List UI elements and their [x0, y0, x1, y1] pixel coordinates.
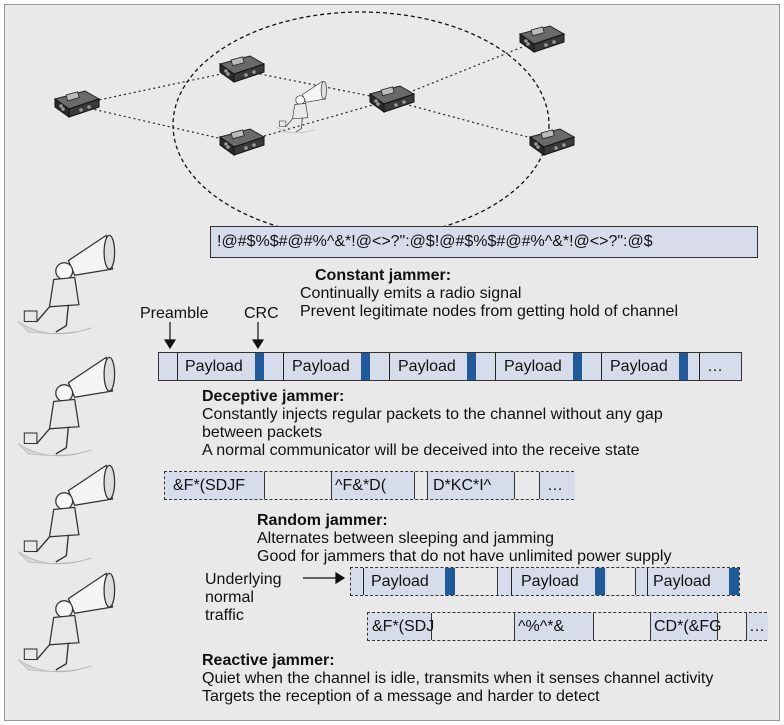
reactive-jammer-title: Reactive jammer: [202, 652, 335, 669]
deceptive-jammer-line-1: Constantly injects regular packets to th… [202, 406, 663, 423]
crc-block [361, 353, 370, 380]
jam-burst: CD*(&FG [654, 617, 722, 635]
jam-burst: D*KC*I^ [433, 476, 492, 494]
ellipsis: … [707, 357, 723, 375]
deceptive-packet-stream: Payload Payload Payload Payload Payload … [158, 352, 742, 381]
preamble-label: Preamble [140, 305, 209, 322]
deceptive-jammer-icon [17, 356, 116, 457]
crc-block [679, 353, 688, 380]
reactive-jammer-icon [17, 572, 116, 673]
jam-burst: ^F&*D( [335, 476, 387, 494]
reactive-jammer-line-1: Quiet when the channel is idle, transmit… [202, 670, 714, 687]
normal-traffic-stream: Payload Payload Payload [350, 567, 740, 596]
jamming-range-ellipse [172, 11, 550, 239]
random-jammer-title: Random jammer: [257, 512, 388, 529]
label-arrows [163, 322, 346, 585]
packet-payload: Payload [371, 572, 429, 590]
packet-payload: Payload [185, 357, 243, 375]
crc-block [255, 353, 264, 380]
sensor-node-icon [369, 85, 415, 113]
crc-block [573, 353, 582, 380]
random-jammer-line-1: Alternates between sleeping and jamming [257, 530, 555, 547]
random-jam-stream: &F*(SDJF ^F&*D( D*KC*I^ … [164, 471, 575, 500]
deceptive-jammer-line-2: between packets [202, 424, 323, 441]
jam-burst: ^%^*& [518, 617, 565, 635]
constant-jammer-line-2: Prevent legitimate nodes from getting ho… [300, 303, 679, 320]
constant-jammer-title: Constant jammer: [315, 267, 452, 284]
packet-payload: Payload [653, 572, 711, 590]
crc-block [445, 568, 455, 595]
jam-burst: &F*(SDJF [173, 476, 245, 494]
deceptive-jammer-line-3: A normal communicator will be deceived i… [202, 442, 640, 459]
constant-jam-signal: !@#$%$#@#%^&*!@<>?":@$!@#$%$#@#%^&*!@<>?… [217, 233, 653, 250]
deceptive-jammer-title: Deceptive jammer: [202, 388, 345, 405]
sensor-node-icon [219, 128, 265, 156]
ellipsis: … [547, 476, 563, 494]
sensor-node-icon [219, 55, 265, 83]
packet-payload: Payload [398, 357, 456, 375]
packet-payload: Payload [504, 357, 562, 375]
constant-jammer-line-1: Continually emits a radio signal [300, 285, 522, 302]
crc-block [729, 568, 739, 595]
packet-payload: Payload [292, 357, 350, 375]
constant-jam-signal-box: !@#$%$#@#%^&*!@<>?":@$!@#$%$#@#%^&*!@<>?… [210, 226, 758, 258]
sensor-node-icon [54, 90, 100, 118]
reactive-jammer-line-2: Targets the reception of a message and h… [202, 688, 600, 705]
jam-burst: &F*(SDJ [372, 617, 435, 635]
reactive-jam-stream: &F*(SDJ ^%^*& CD*(&FG … [367, 612, 768, 641]
jammer-icon [275, 81, 327, 134]
ellipsis: … [749, 617, 765, 635]
crc-block [595, 568, 605, 595]
random-jammer-line-2: Good for jammers that do not have unlimi… [257, 548, 672, 565]
traffic-label-line-1: Underlying [205, 571, 282, 588]
random-jammer-icon [17, 464, 116, 565]
packet-payload: Payload [521, 572, 579, 590]
constant-jammer-icon [17, 234, 116, 335]
packet-payload: Payload [610, 357, 668, 375]
crc-label: CRC [244, 305, 279, 322]
traffic-label-line-2: normal [205, 589, 254, 606]
crc-block [467, 353, 476, 380]
sensor-node-icon [529, 128, 575, 156]
sensor-node-icon [519, 25, 565, 53]
network-links [74, 39, 551, 144]
traffic-label-line-3: traffic [205, 607, 244, 624]
